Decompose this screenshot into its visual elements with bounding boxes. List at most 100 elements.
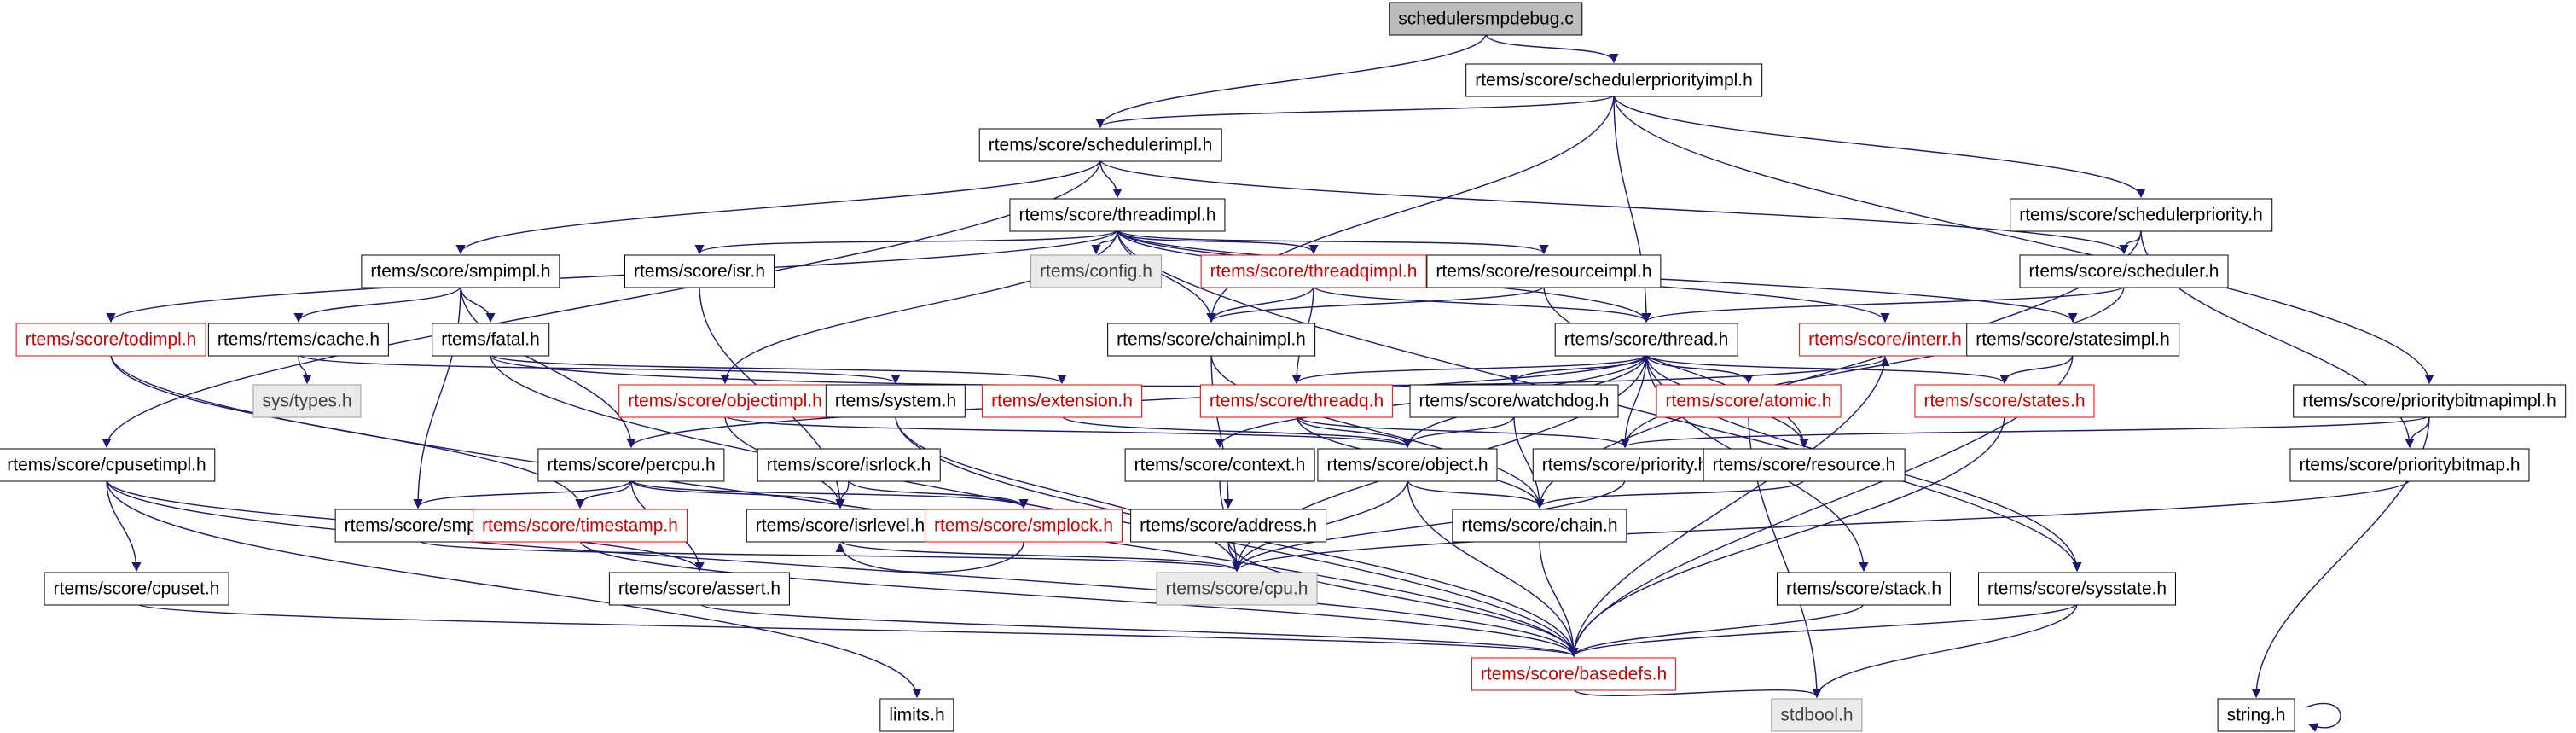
node-simpl[interactable]: rtems/score/schedulerimpl.h [978, 128, 1222, 162]
edge-thread-threadq [1291, 353, 1647, 385]
node-stdbool[interactable]: stdbool.h [1771, 698, 1863, 732]
node-timpl[interactable]: rtems/score/threadimpl.h [1009, 198, 1226, 232]
node-config[interactable]: rtems/config.h [1030, 254, 1162, 288]
node-system[interactable]: rtems/system.h [825, 384, 966, 418]
edge-timpl-tqimpl [1117, 229, 1319, 255]
node-cpusetimpl[interactable]: rtems/score/cpusetimpl.h [0, 448, 216, 482]
edge-smp-cpu [417, 539, 1242, 573]
edge-address-basedefs [1227, 539, 1579, 658]
edge-thread-watchdog [1509, 353, 1647, 385]
edge-percpu-smplock [630, 479, 1029, 509]
edge-simpl-timpl [1099, 159, 1123, 199]
node-spri[interactable]: rtems/score/schedulerpriority.h [2010, 198, 2272, 232]
edge-spimpl-simpl [1095, 94, 1615, 129]
node-cpu[interactable]: rtems/score/cpu.h [1156, 572, 1318, 606]
node-smplock[interactable]: rtems/score/smplock.h [924, 509, 1123, 543]
edge-timpl-cimpl [1117, 229, 1216, 323]
edge-src-spimpl [1485, 32, 1619, 64]
edge-smplock-isrlevel [835, 541, 1024, 573]
node-basedefs[interactable]: rtems/score/basedefs.h [1471, 657, 1677, 691]
node-isrlevel[interactable]: rtems/score/isrlevel.h [746, 509, 935, 543]
edge-timpl-isr [694, 229, 1118, 255]
node-isrlock[interactable]: rtems/score/isrlock.h [757, 448, 941, 482]
edge-spimpl-pbimpl [1613, 94, 2434, 385]
edge-smpimpl-cache [293, 285, 461, 323]
node-atomic[interactable]: rtems/score/atomic.h [1656, 384, 1842, 418]
node-smpimpl[interactable]: rtems/score/smpimpl.h [361, 254, 560, 288]
node-priority[interactable]: rtems/score/priority.h [1532, 448, 1718, 482]
node-cpuset[interactable]: rtems/score/cpuset.h [44, 572, 229, 606]
edge-sched-thread [1641, 285, 2125, 323]
edge-fatal-ext [490, 353, 1067, 385]
edge-string-string [2305, 702, 2341, 732]
edge-percpu-isrlevel [630, 479, 845, 509]
node-systypes[interactable]: sys/types.h [252, 384, 362, 418]
edge-resource-chain [1535, 479, 1805, 509]
node-sched[interactable]: rtems/score/scheduler.h [2019, 254, 2229, 288]
node-pbmap[interactable]: rtems/score/prioritybitmap.h [2289, 448, 2530, 482]
node-address[interactable]: rtems/score/address.h [1130, 509, 1326, 543]
edge-isrlevel-cpu [839, 539, 1242, 573]
node-cache[interactable]: rtems/rtems/cache.h [207, 323, 390, 357]
node-stack[interactable]: rtems/score/stack.h [1776, 572, 1952, 606]
edge-interr-basedefs [1569, 353, 1886, 658]
edge-pbimpl-priority [1620, 415, 2430, 449]
edge-pbmap-cpu [1232, 479, 2411, 573]
node-sysstate[interactable]: rtems/score/sysstate.h [1977, 572, 2177, 606]
edge-address-cpu [1227, 539, 1242, 573]
node-watchdog[interactable]: rtems/score/watchdog.h [1409, 384, 1619, 418]
edge-basedefs-stdbool [1573, 688, 1822, 699]
node-timestamp[interactable]: rtems/score/timestamp.h [473, 509, 688, 543]
node-stimpl[interactable]: rtems/score/statesimpl.h [1966, 323, 2179, 357]
node-rimpl[interactable]: rtems/score/resourceimpl.h [1426, 254, 1662, 288]
edge-object-basedefs [1407, 479, 1579, 658]
node-oimpl[interactable]: rtems/score/objectimpl.h [618, 384, 832, 418]
edge-chain-basedefs [1539, 539, 1579, 658]
node-resource[interactable]: rtems/score/resource.h [1703, 448, 1906, 482]
edge-watchdog-chain [1513, 415, 1545, 509]
edge-timpl-todimpl [106, 229, 1118, 323]
edge-stack-basedefs [1569, 602, 1865, 658]
edge-sysstate-stdbool [1812, 602, 2078, 699]
node-isr[interactable]: rtems/score/isr.h [624, 254, 775, 288]
node-src[interactable]: schedulersmpdebug.c [1389, 2, 1583, 36]
edge-isrlock-smplock [848, 479, 1029, 509]
node-pbimpl[interactable]: rtems/score/prioritybitmapimpl.h [2293, 384, 2566, 418]
node-fatal[interactable]: rtems/fatal.h [432, 323, 549, 357]
node-threadq[interactable]: rtems/score/threadq.h [1199, 384, 1394, 418]
node-string[interactable]: string.h [2217, 698, 2295, 732]
edge-spri-sched [2119, 229, 2142, 255]
edge-timestamp-basedefs [579, 539, 1579, 658]
edge-simpl-sched [1099, 159, 2129, 255]
node-interr[interactable]: rtems/score/interr.h [1799, 323, 1971, 357]
node-cimpl[interactable]: rtems/score/chainimpl.h [1107, 323, 1315, 357]
node-ext[interactable]: rtems/extension.h [982, 384, 1142, 418]
node-thread[interactable]: rtems/score/thread.h [1554, 323, 1738, 357]
edge-fatal-basedefs [490, 353, 1579, 658]
edge-assert-basedefs [699, 602, 1579, 658]
edge-object-chain [1407, 479, 1545, 509]
node-percpu[interactable]: rtems/score/percpu.h [537, 448, 725, 482]
node-spimpl[interactable]: rtems/score/schedulerpriorityimpl.h [1465, 63, 1762, 97]
node-context[interactable]: rtems/score/context.h [1124, 448, 1315, 482]
edge-smpimpl-smp [413, 285, 461, 509]
edge-timpl-config [1091, 229, 1118, 255]
edge-tqimpl-thread [1313, 285, 1651, 323]
edge-timpl-oimpl [720, 229, 1118, 385]
node-object[interactable]: rtems/score/object.h [1317, 448, 1498, 482]
edge-ext-object [1061, 415, 1413, 449]
edge-sysstate-basedefs [1569, 602, 2078, 658]
node-limits[interactable]: limits.h [879, 698, 954, 732]
node-tqimpl[interactable]: rtems/score/threadqimpl.h [1200, 254, 1427, 288]
node-states[interactable]: rtems/score/states.h [1914, 384, 2095, 418]
edge-cache-systypes [298, 353, 312, 385]
node-assert[interactable]: rtems/score/assert.h [608, 572, 791, 606]
edge-percpu-timestamp [575, 479, 632, 509]
edge-timpl-rimpl [1117, 229, 1549, 255]
node-todimpl[interactable]: rtems/score/todimpl.h [15, 323, 206, 357]
edge-percpu-smp [413, 479, 632, 509]
edge-isrlock-isrlevel [835, 479, 850, 509]
node-chain[interactable]: rtems/score/chain.h [1452, 509, 1627, 543]
edge-cimpl-chain [1210, 353, 1545, 509]
